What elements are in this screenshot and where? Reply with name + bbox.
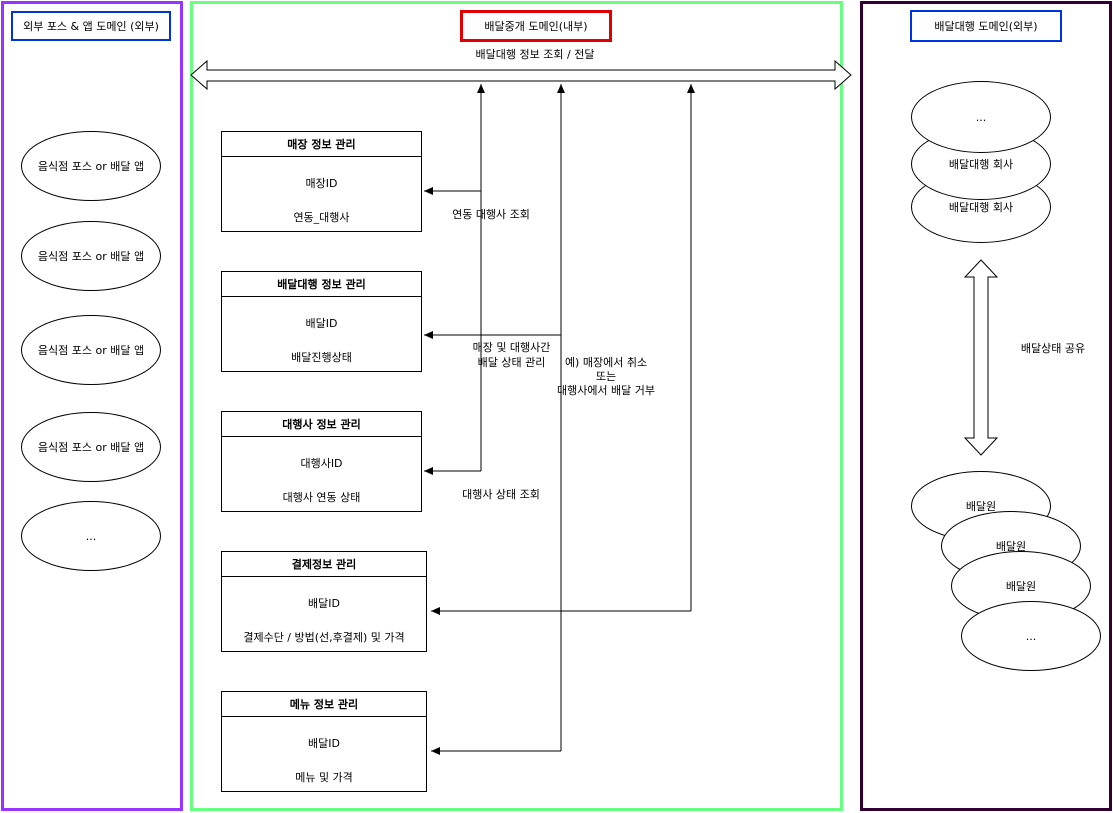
entity-field: 대행사 연동 상태: [282, 491, 361, 504]
share-state-double-arrow: [963, 259, 999, 456]
left-domain-title: 외부 포스 & 앱 도메인 (외부): [11, 11, 171, 41]
entity-field: 메뉴 및 가격: [295, 771, 353, 784]
left-domain-region: [1, 1, 183, 811]
entity-field: 대행사ID: [300, 457, 343, 470]
entity-title: 메뉴 정보 관리: [222, 692, 426, 717]
entity-field: 결제수단 / 방법(선,후결제) 및 가격: [243, 631, 405, 644]
payment-info-entity: 결제정보 관리 배달ID 결제수단 / 방법(선,후결제) 및 가격: [221, 551, 427, 652]
entity-field: 연동_대행사: [293, 211, 350, 224]
pos-app-node: 음식점 포스 or 배달 앱: [21, 315, 161, 385]
delivery-info-entity: 배달대행 정보 관리 배달ID 배달진행상태: [221, 271, 422, 372]
store-info-entity: 매장 정보 관리 매장ID 연동_대행사: [221, 131, 422, 232]
top-arrow-label: 배달대행 정보 조회 / 전달: [475, 48, 595, 61]
entity-field: 배달ID: [305, 317, 338, 330]
share-state-label: 배달상태 공유: [1020, 342, 1086, 355]
agency-info-entity: 대행사 정보 관리 대행사ID 대행사 연동 상태: [221, 411, 422, 512]
info-exchange-double-arrow: [190, 59, 852, 91]
rider-more-node: ...: [961, 601, 1101, 671]
example-label: 또는: [595, 370, 617, 383]
entity-field: 배달ID: [308, 737, 340, 750]
center-domain-region: [190, 1, 843, 811]
entity-title: 배달대행 정보 관리: [222, 272, 421, 297]
entity-field: 매장ID: [305, 177, 338, 190]
right-domain-title: 배달대행 도메인(외부): [910, 10, 1062, 42]
menu-info-entity: 메뉴 정보 관리 배달ID 메뉴 및 가격: [221, 691, 427, 792]
example-label: 대행사에서 배달 거부: [556, 384, 656, 397]
delivery-state-mgmt-label: 매장 및 대행사간: [472, 341, 551, 354]
store-agency-lookup-label: 연동 대행사 조회: [452, 208, 530, 221]
pos-app-node: 음식점 포스 or 배달 앱: [21, 221, 161, 291]
entity-field: 배달ID: [308, 597, 340, 610]
agency-state-lookup-label: 대행사 상태 조회: [462, 488, 540, 501]
entity-title: 대행사 정보 관리: [222, 412, 421, 437]
delivery-company-more-node: ...: [911, 81, 1051, 153]
delivery-state-mgmt-label: 배달 상태 관리: [477, 356, 546, 369]
center-domain-title: 배달중개 도메인(내부): [460, 10, 612, 42]
pos-app-node: 음식점 포스 or 배달 앱: [21, 131, 161, 201]
entity-title: 결제정보 관리: [222, 552, 426, 577]
pos-app-node: 음식점 포스 or 배달 앱: [21, 412, 161, 482]
example-label: 예) 매장에서 취소: [564, 356, 648, 369]
right-domain-region: [860, 1, 1112, 811]
entity-title: 매장 정보 관리: [222, 132, 421, 157]
entity-field: 배달진행상태: [291, 351, 352, 364]
pos-app-more-node: ...: [21, 501, 161, 571]
